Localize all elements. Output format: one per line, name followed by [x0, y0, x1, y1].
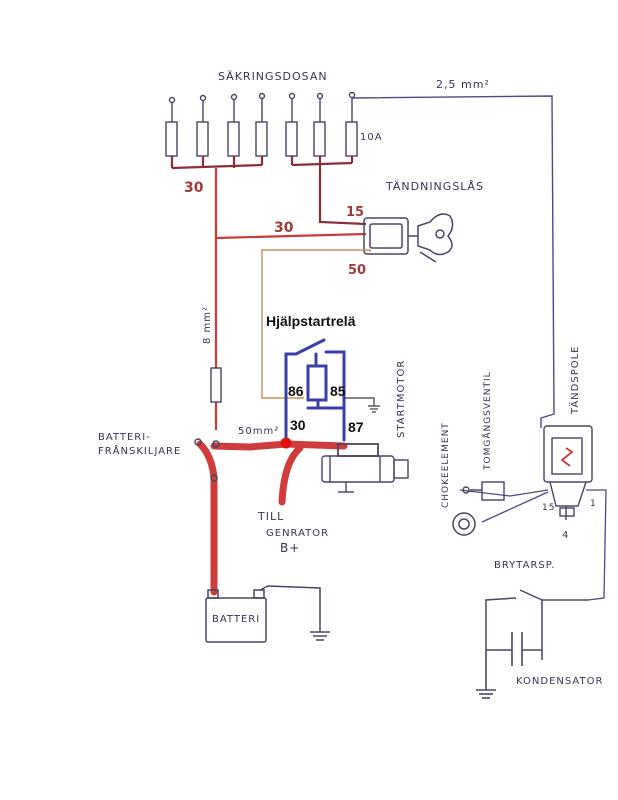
relay-pin-30-label: 30 — [290, 417, 306, 433]
relay-pin-86-label: 86 — [288, 383, 304, 399]
condenser — [476, 632, 542, 699]
fuse-bus-wires — [170, 156, 367, 226]
fuse-box-label: SÄKRINGSDOSAN — [218, 70, 328, 83]
relay-pin-87-label: 87 — [348, 419, 364, 435]
choke-element-label: CHOKEELEMENT — [441, 422, 451, 508]
fuse-3 — [227, 121, 240, 157]
idle-valve — [462, 481, 505, 501]
start-signal-wire-50 — [261, 249, 371, 399]
condenser-label: KONDENSATOR — [516, 676, 603, 687]
aux-start-relay — [284, 338, 346, 442]
aux-relay-label: Hjälpstartrelä — [266, 313, 356, 329]
wire-size-top-label: 2,5 mm² — [436, 78, 490, 91]
battery-cables — [196, 440, 348, 596]
fuse-4 — [255, 121, 268, 157]
generator-label-3: B+ — [280, 541, 300, 555]
coil-terminal-15-label: 15 — [542, 503, 555, 513]
choke-element — [452, 512, 476, 536]
terminal-50-label: 50 — [348, 263, 366, 278]
fuse-6 — [313, 121, 326, 157]
ignition-coil — [543, 425, 593, 520]
relay-30-junction — [280, 437, 292, 449]
wire-size-50-label: 50mm² — [238, 426, 279, 437]
fuse-rating-label: 10A — [360, 132, 383, 143]
terminal-15-label: 15 — [346, 205, 364, 220]
idle-valve-label: TOMGÅNGSVENTIL — [481, 371, 493, 471]
battery — [205, 585, 330, 643]
ignition-lock-label: TÄNDNINGSLÅS — [385, 180, 484, 193]
starter-motor-label: STARTMOTOR — [396, 360, 407, 438]
wire-size-8-label: 8 mm² — [202, 306, 213, 344]
coil-terminal-1-label: 1 — [590, 499, 597, 509]
fuse-5 — [285, 121, 298, 157]
fuse-1 — [165, 121, 178, 157]
supply-wire-2-5 — [351, 95, 555, 428]
starter-motor — [321, 443, 409, 493]
generator-label-1: TILL — [257, 510, 284, 523]
battery-switch-label-1: BATTERI- — [98, 432, 151, 443]
terminal-30-mid-label: 30 — [274, 220, 294, 236]
relay-pin-85-label: 85 — [330, 383, 346, 399]
relay-ground-wire — [344, 397, 375, 406]
fuse-2 — [196, 121, 209, 157]
coil-terminal-4-label: 4 — [562, 530, 569, 541]
terminal-30-left-label: 30 — [184, 180, 204, 196]
relay-coil — [306, 364, 328, 402]
relay-ground-symbol — [368, 405, 380, 413]
generator-label-2: GENRATOR — [266, 528, 329, 539]
breaker-points-label: BRYTARSP. — [494, 560, 555, 571]
battery-switch — [194, 438, 220, 482]
ignition-lock — [363, 213, 454, 263]
fuse-terminals — [168, 91, 356, 104]
fuse-box — [165, 91, 358, 157]
inline-fuse — [210, 367, 222, 403]
main-feed-30 — [214, 168, 367, 430]
ignition-coil-label: TÄNDSPOLE — [568, 346, 581, 416]
coil-wires — [459, 489, 607, 601]
battery-switch-label-2: FRÅNSKILJARE — [98, 444, 181, 457]
fuse-7 — [345, 121, 358, 157]
battery-label: BATTERI — [212, 614, 260, 625]
